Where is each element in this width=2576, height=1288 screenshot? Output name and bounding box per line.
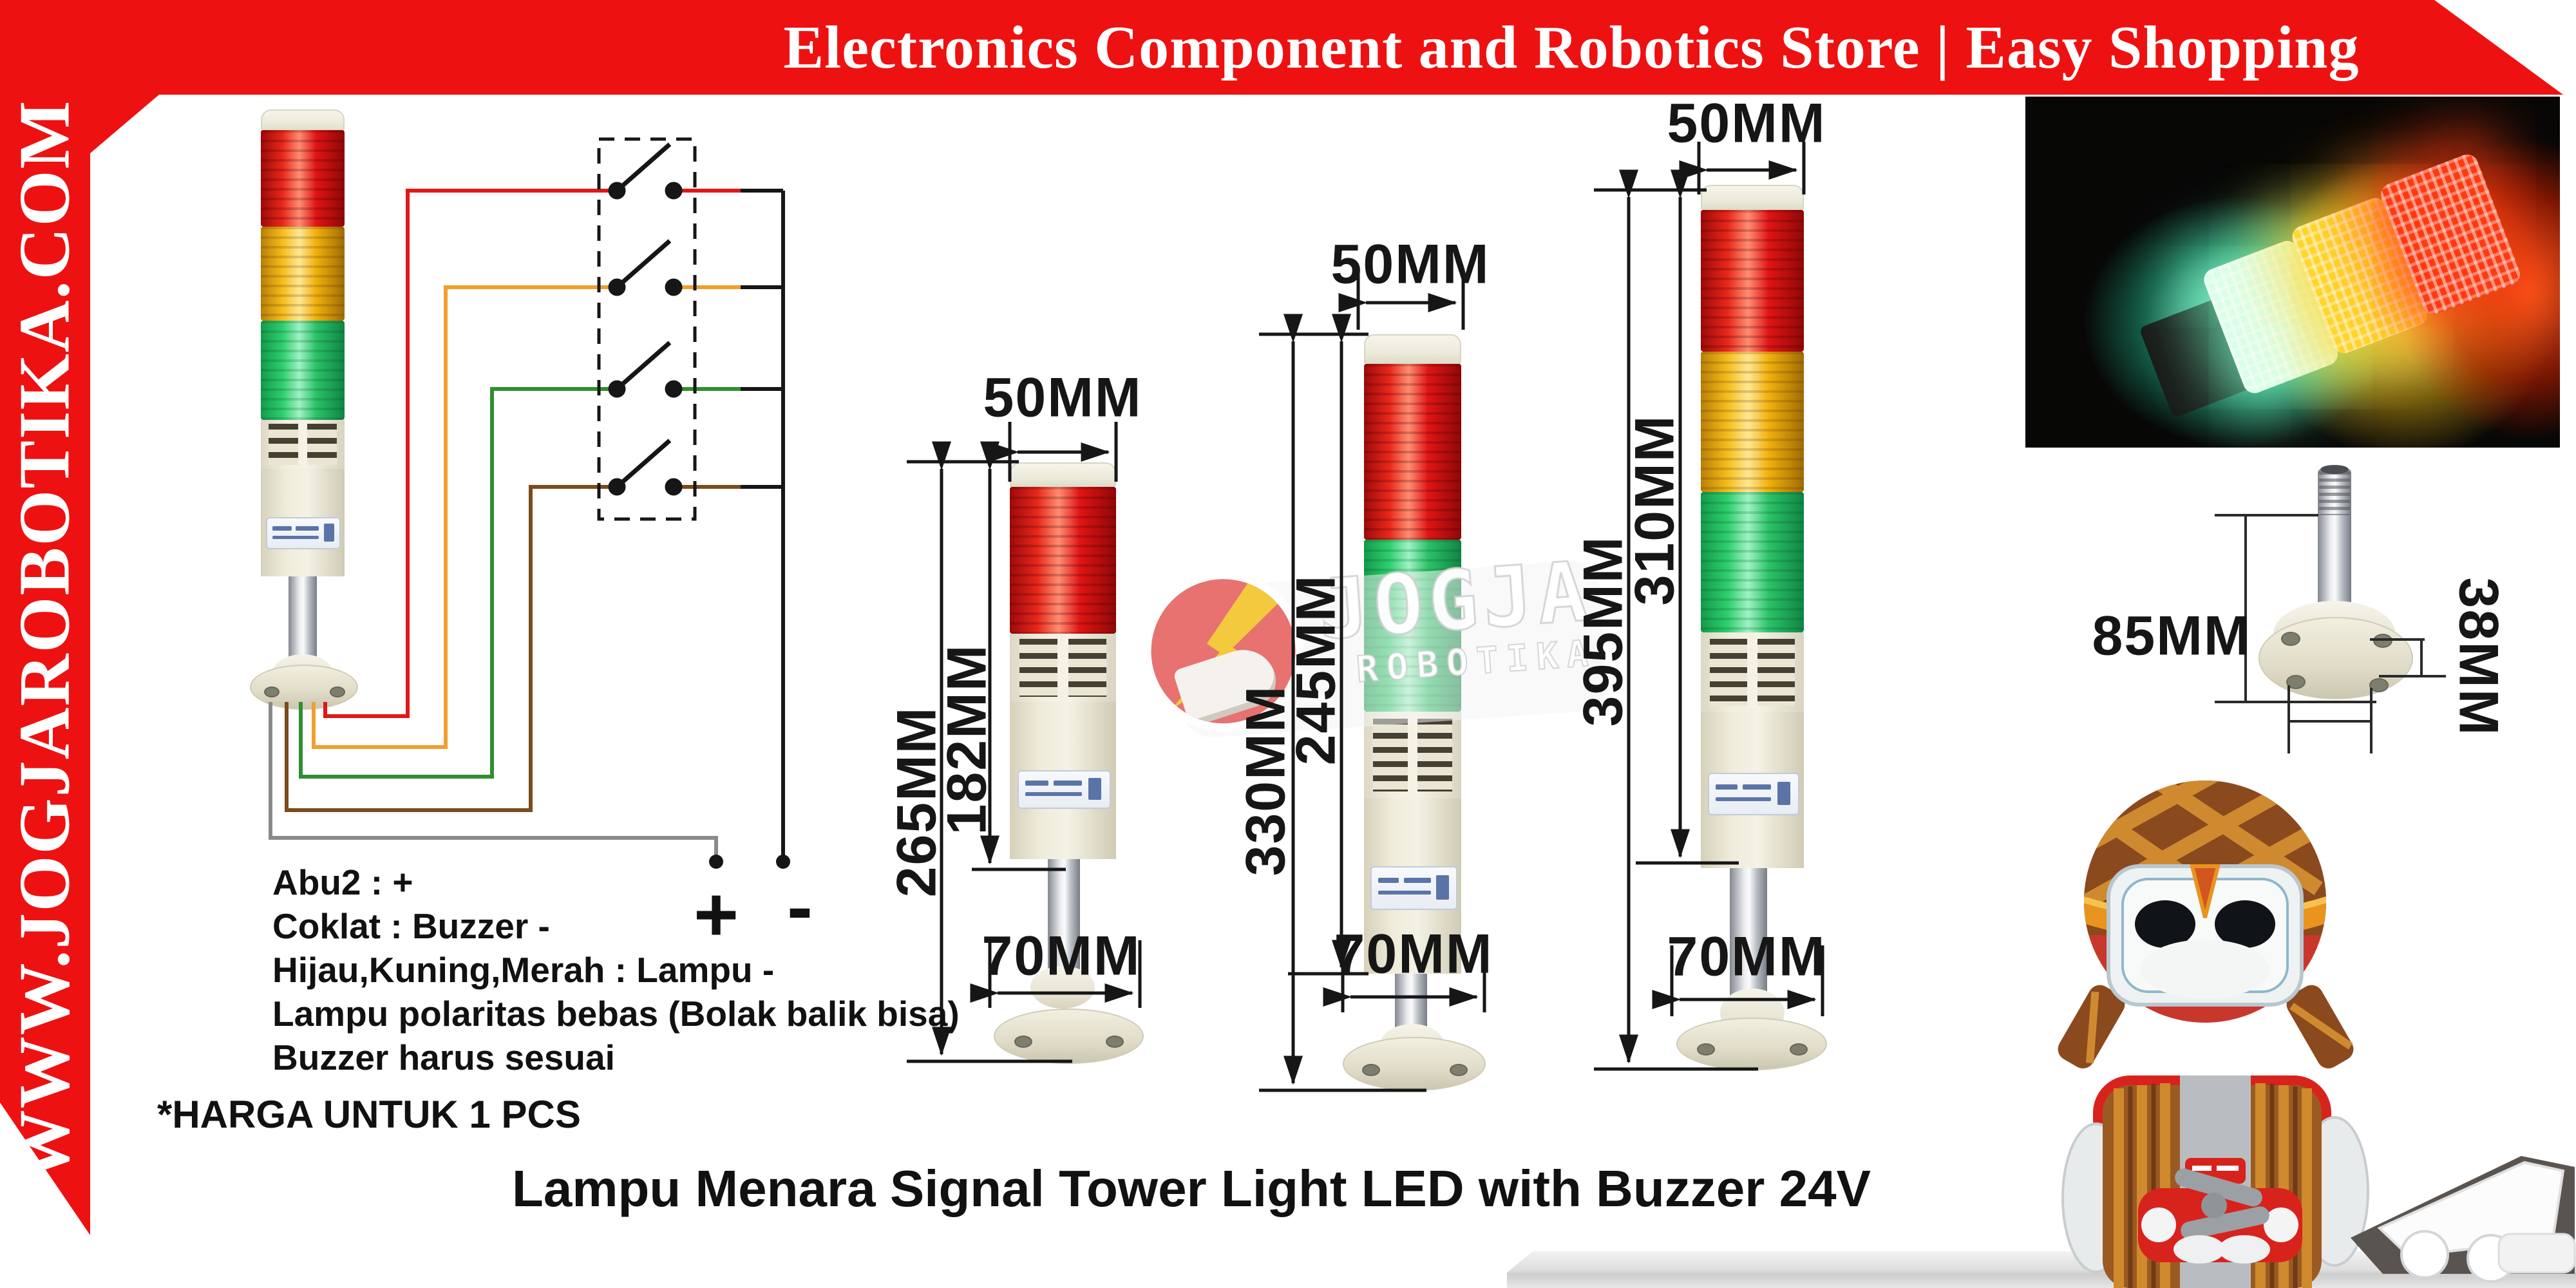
product-label-sticker [1370,866,1457,910]
product-title: Lampu Menara Signal Tower Light LED with… [512,1160,1871,1217]
dim-base-width: 70MM [1667,925,1826,988]
grille-slots [268,424,299,465]
tower-cap [1701,185,1804,211]
minus-symbol: - [787,864,813,950]
lit-tower-photo [2025,97,2560,448]
wire-red [323,189,612,718]
dimension-lines-variant-3 [1594,142,1824,1071]
wire-green [299,387,612,779]
robot-eye-left [2135,900,2195,948]
headwrap-flap-left [2058,985,2125,1069]
product-label-sticker [266,517,341,549]
dimension-lines-variant-1 [907,422,1142,1063]
wiring-notes: Abu2 : + Coklat : Buzzer - Hijau,Kuning,… [272,862,960,1081]
plus-symbol: + [693,871,739,958]
buzzer-grille [1010,634,1116,702]
grille-slots [1372,718,1408,792]
dim-lens-height: 182MM [936,643,998,835]
grille-slots [1417,718,1453,792]
mounting-base [1676,1018,1827,1070]
mounting-pole [1048,859,1080,970]
switch-icon [608,142,683,200]
dim-top-width: 50MM [1667,92,1826,155]
mascot-robot [2058,781,2576,1288]
green-lens [261,321,345,420]
wiring-note-line: Buzzer harus sesuai [272,1037,615,1077]
wire-gray [269,702,718,855]
wiring-harness [269,189,785,855]
product-label-sticker [1708,773,1799,815]
red-lens [1701,210,1804,352]
headwrap-flap-right [2286,985,2354,1069]
robot-eye-right [2215,900,2275,948]
wiring-note-line: Lampu polaritas bebas (Bolak balik bisa) [272,994,960,1034]
tower-cap [261,109,345,133]
yellow-lens [1701,352,1804,492]
red-lens [1364,364,1461,540]
mounting-base [250,665,358,710]
product-label-sticker [1018,770,1111,809]
red-lens [261,130,345,227]
buzzer-grille [261,420,345,469]
grille-slots [307,424,337,465]
dimension-lines-mount [2215,514,2446,753]
dim-pole-height: 85MM [2092,605,2251,667]
robot-mouth-guard [2141,940,2269,999]
pole-threads [2319,471,2350,515]
grille-slots [1068,639,1107,697]
wire-black-bus [741,189,785,855]
red-lens [1010,487,1116,634]
wire-brown [285,485,612,812]
price-note: *HARGA UNTUK 1 PCS [157,1093,581,1136]
dim-lens-height: 310MM [1624,414,1686,606]
wiring-note-line: Abu2 : + [272,862,413,902]
wiring-note-line: Coklat : Buzzer - [272,906,550,946]
yellow-lens [261,227,345,321]
laptop-deck [2497,1233,2576,1274]
buzzer-grille [1364,712,1461,799]
hinge-icon [2400,1230,2449,1279]
mounting-pole [1730,868,1767,1005]
pole-top [2320,465,2349,474]
dim-hole-spacing: 38MM [2447,577,2510,737]
dimension-lines-variant-2 [1259,269,1486,1092]
tower-variant-1 [994,462,1144,1064]
store-tagline: Electronics Component and Robotics Store… [783,14,2360,81]
tower-body [1364,799,1461,974]
switch-icon [608,239,683,296]
positive-terminal-dot [709,855,723,869]
dim-base-width: 70MM [1334,923,1493,985]
dim-top-width: 50MM [983,366,1142,429]
mascot-body [2061,1075,2369,1288]
grille-slots [1710,638,1747,706]
mount-base-diagram [2209,464,2492,760]
dim-base-width: 70MM [981,925,1141,987]
green-lens [1701,492,1804,632]
negative-terminal-dot [776,855,790,869]
switch-box [597,137,697,521]
grille-slots [1757,638,1795,706]
tower-body [1010,702,1116,859]
wire-orange [312,285,612,749]
mascot-head [2058,781,2354,1069]
mounting-pole [289,576,317,667]
top-banner: Electronics Component and Robotics Store… [0,0,2563,95]
switch-contacts [608,142,683,496]
switch-icon [608,439,683,496]
dim-top-width: 50MM [1331,233,1490,296]
mounting-base [994,1009,1144,1064]
crest-icon [2190,864,2221,918]
dim-lens-height: 245MM [1285,574,1347,766]
tower-body [1701,712,1804,868]
switch-icon [608,341,683,398]
tower-body [261,469,345,576]
grille-slots [1019,639,1058,697]
laptop [2351,1156,2576,1283]
buzzer-grille [1701,632,1804,712]
tower-wiring-example [250,109,358,710]
wiring-note-line: Hijau,Kuning,Merah : Lampu - [272,950,775,990]
game-controller [2138,1168,2302,1264]
